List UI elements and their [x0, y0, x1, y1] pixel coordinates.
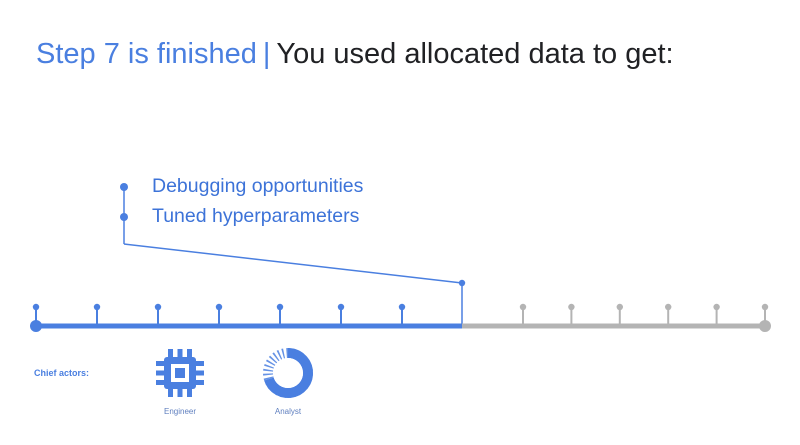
page-title: Step 7 is finished|You used allocated da… — [36, 38, 674, 71]
timeline-step-dot — [761, 303, 769, 311]
timeline-end-node — [759, 320, 771, 332]
timeline-step-dot — [616, 303, 623, 311]
outcome-connector — [120, 183, 466, 326]
outcome-debugging: Debugging opportunities — [152, 175, 364, 197]
timeline-step-dot — [398, 303, 406, 311]
chip-icon — [156, 349, 204, 397]
timeline-step-dot — [713, 303, 720, 311]
step-status: Step 7 is finished — [36, 38, 257, 70]
title-summary: You used allocated data to get: — [276, 38, 674, 70]
timeline-start-node — [30, 320, 42, 332]
actor-analyst-label: Analyst — [274, 407, 302, 416]
timeline-step-dot — [32, 303, 40, 311]
donut-chart-icon — [263, 348, 313, 398]
timeline-step-dot — [337, 303, 345, 311]
timeline-step-dot — [519, 303, 527, 311]
timeline-step-dot — [568, 303, 575, 311]
bullet-dot — [120, 183, 128, 191]
timeline-step-dot — [154, 303, 162, 311]
bullet-dot — [120, 213, 128, 221]
timeline-step-dot — [276, 303, 284, 311]
timeline-step-dot — [215, 303, 223, 311]
actor-engineer-label: Engineer — [163, 407, 197, 416]
timeline-step-dot — [665, 303, 672, 311]
outcome-tuning: Tuned hyperparameters — [152, 205, 360, 227]
timeline-step-dot — [93, 303, 101, 311]
chief-actors-label: Chief actors: — [34, 368, 90, 378]
title-separator: | — [262, 38, 271, 70]
